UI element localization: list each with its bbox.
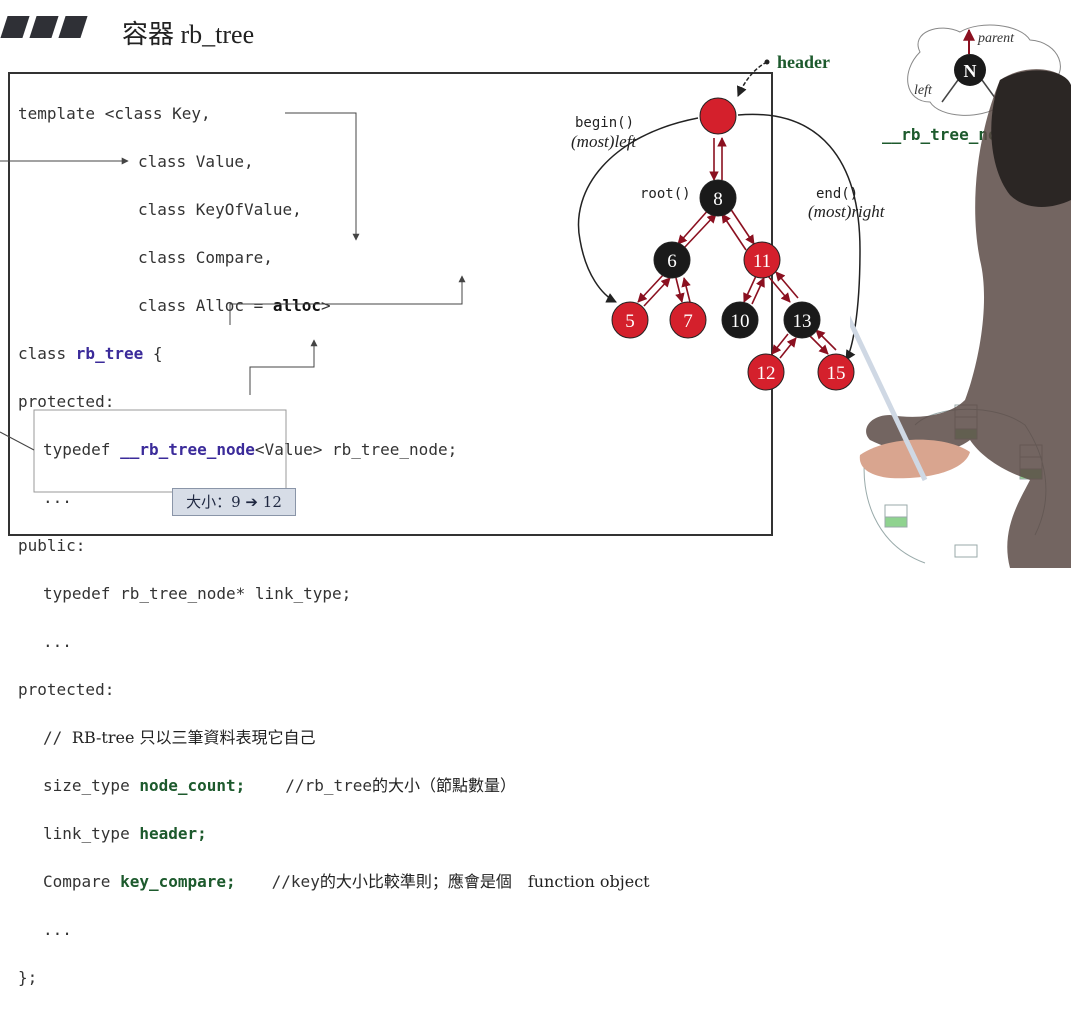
- legend-left: left: [914, 83, 933, 98]
- rightmost-curve: [737, 113, 861, 361]
- node-label-15: 15: [827, 363, 846, 384]
- code-line-12: ...: [43, 632, 72, 651]
- code-line-6: class rb_tree {: [18, 344, 163, 363]
- tree-nodes: [611, 179, 855, 391]
- begin-label: begin(): [575, 115, 635, 131]
- edge-12-13: [779, 337, 797, 359]
- node-label-6: 6: [667, 251, 677, 272]
- tree-edges: [637, 137, 837, 359]
- legend-parent: parent: [977, 31, 1015, 46]
- edge-8-6: [677, 207, 711, 245]
- code-line-8: typedef __rb_tree_node<Value> rb_tree_no…: [43, 440, 458, 459]
- size-note: 大小：9 ➔ 12: [172, 488, 296, 516]
- header-pointer: [736, 61, 768, 97]
- presenter-pointer: [850, 315, 928, 482]
- code-line-2: class Value,: [138, 152, 254, 171]
- code-line-5: class Alloc = alloc>: [138, 296, 331, 315]
- edge-6-5: [637, 273, 665, 303]
- edge-11-8: [721, 213, 747, 251]
- code-line-14: // RB-tree 只以三筆資料表現它自己: [43, 728, 316, 747]
- value-arrow: [285, 112, 360, 241]
- slide-title: 容器 rb_tree: [122, 20, 255, 49]
- code-line-18: ...: [43, 920, 72, 939]
- tree-node-11: [743, 241, 781, 279]
- edge-8-11: [729, 207, 755, 245]
- end-sub-label: (most)right: [808, 202, 885, 221]
- rb-tree-node-label: __rb_tree_no: [882, 125, 998, 144]
- node-arrow: [229, 275, 466, 325]
- rb-tree-diagram: 8 6 11 5 7 10 13 12 15: [577, 59, 861, 391]
- tree-node-7: [669, 301, 707, 339]
- code-connectors: [0, 112, 466, 493]
- legend-node: [954, 54, 986, 86]
- tree-node-10: [721, 301, 759, 339]
- presenter-hair: [991, 70, 1071, 207]
- node-label-5: 5: [625, 311, 635, 332]
- presenter-silhouette: [850, 69, 1071, 568]
- legend-node-letter: N: [964, 61, 977, 81]
- linktype-arrow: [249, 339, 318, 395]
- members-box: [33, 409, 287, 493]
- code-line-11: typedef rb_tree_node* link_type;: [43, 584, 352, 603]
- header-node: [699, 97, 737, 135]
- edge-6-8: [683, 213, 717, 249]
- code-box: [8, 72, 773, 536]
- code-line-15: size_type node_count;//rb_tree的大小（節點數量）: [43, 776, 517, 795]
- code-line-13: protected:: [18, 680, 115, 699]
- code-line-3: class KeyOfValue,: [138, 200, 302, 219]
- edge-6-7: [675, 277, 685, 303]
- header-label: header: [777, 52, 830, 72]
- edge-13-12: [771, 333, 789, 355]
- code-line-10: public:: [18, 536, 86, 555]
- node-label-13: 13: [793, 311, 812, 332]
- code-line-7: protected:: [18, 392, 115, 411]
- node-legend: N parent left: [907, 24, 1061, 116]
- tree-node-13: [783, 301, 821, 339]
- begin-sub-label: (most)left: [571, 132, 637, 151]
- code-line-16: link_type header;: [43, 824, 207, 843]
- edge-13-15: [807, 333, 829, 355]
- node-label-8: 8: [713, 189, 723, 210]
- root-label: root(): [640, 186, 691, 202]
- header-dot: [764, 59, 770, 65]
- node-label-10: 10: [731, 311, 750, 332]
- tree-node-15: [817, 353, 855, 391]
- code-line-4: class Compare,: [138, 248, 273, 267]
- tree-node-labels: 8 6 11 5 7 10 13 12 15: [625, 189, 845, 384]
- tree-node-8: [699, 179, 737, 217]
- tree-node-12: [747, 353, 785, 391]
- node-label-7: 7: [683, 311, 693, 332]
- node-label-12: 12: [757, 363, 776, 384]
- edge-11-13: [767, 275, 791, 303]
- members-pointer: [0, 431, 35, 451]
- edge-13-11: [775, 271, 799, 299]
- mem-cell-8: [884, 516, 908, 528]
- tree-node-6: [653, 241, 691, 279]
- edge-7-6: [681, 277, 691, 303]
- mem-curve-2: [863, 454, 926, 564]
- edge-15-13: [815, 329, 837, 351]
- leftmost-curve: [577, 117, 699, 303]
- mem-cell-9: [954, 544, 978, 558]
- left-line: [941, 79, 959, 103]
- code-line-9: ...: [43, 488, 72, 507]
- edge-11-10: [743, 275, 757, 303]
- end-label: end(): [816, 186, 859, 202]
- code-line-1: template <class Key,: [18, 104, 211, 123]
- code-line-17: Compare key_compare;//key的大小比較準則；應會是個 fu…: [43, 872, 650, 891]
- code-line-19: };: [18, 968, 38, 987]
- tree-node-5: [611, 301, 649, 339]
- edge-5-6: [643, 277, 671, 307]
- node-label-11: 11: [753, 251, 771, 272]
- edge-10-11: [751, 277, 765, 305]
